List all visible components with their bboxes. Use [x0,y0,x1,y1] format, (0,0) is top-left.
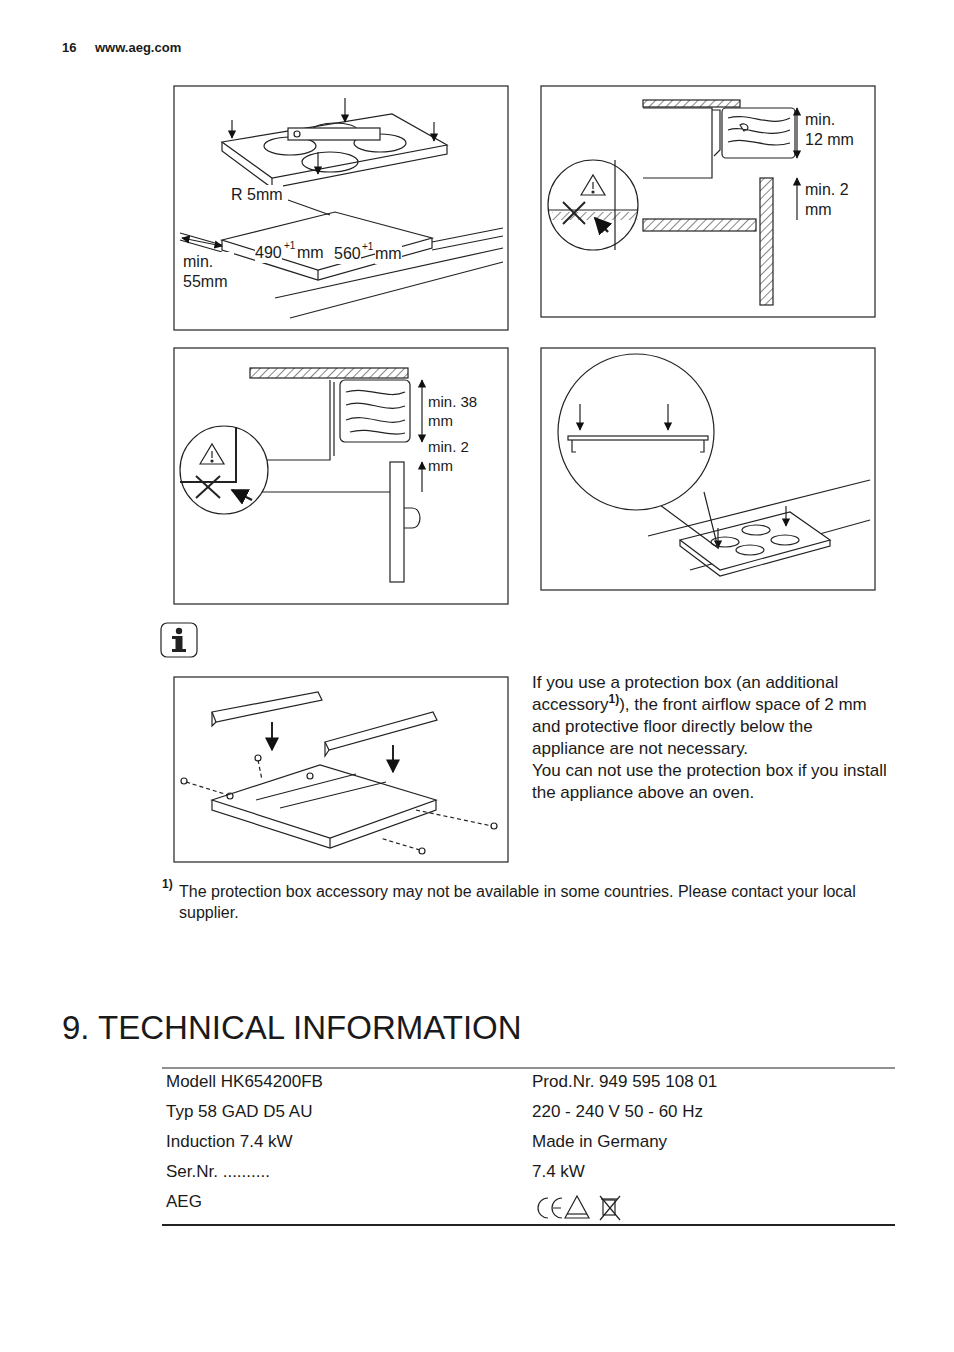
table-cell: 220 - 240 V 50 - 60 Hz [532,1101,703,1123]
website: www.aeg.com [95,39,181,56]
dimension: min. 38 mm [428,392,479,430]
footnote-mark: 1) [162,877,173,891]
footnote-text: The protection box accessory may not be … [179,881,879,923]
dimension: R 5mm [231,185,283,205]
page-number: 16 [62,39,76,56]
tolerance: +1 [284,239,295,253]
table-cell: Induction 7.4 kW [166,1131,293,1153]
unit: mm [375,244,402,264]
footnote-ref: 1) [609,692,620,706]
table-cell: Typ 58 GAD D5 AU [166,1101,312,1123]
dimension: 490 [255,243,282,263]
dimension: min. 2 mm [805,180,856,220]
table-cell: Modell HK654200FB [166,1071,323,1093]
dimension: 560 [334,244,361,264]
section-heading: 9. TECHNICAL INFORMATION [62,1008,522,1048]
note-text: You can not use the protection box if yo… [532,760,888,804]
dimension: min. 55mm [183,252,234,292]
tolerance: +1 [362,240,373,254]
table-cell: Ser.Nr. .......... [166,1161,270,1183]
note-paragraph: If you use a protection box (an addition… [532,672,888,804]
dimension: min. 12 mm [805,110,856,150]
table-cell: Made in Germany [532,1131,667,1153]
table-cell: AEG [166,1191,202,1213]
unit: mm [297,243,324,263]
table-cell: Prod.Nr. 949 595 108 01 [532,1071,717,1093]
dimension: min. 2 mm [428,437,479,475]
table-cell: 7.4 kW [532,1161,585,1183]
